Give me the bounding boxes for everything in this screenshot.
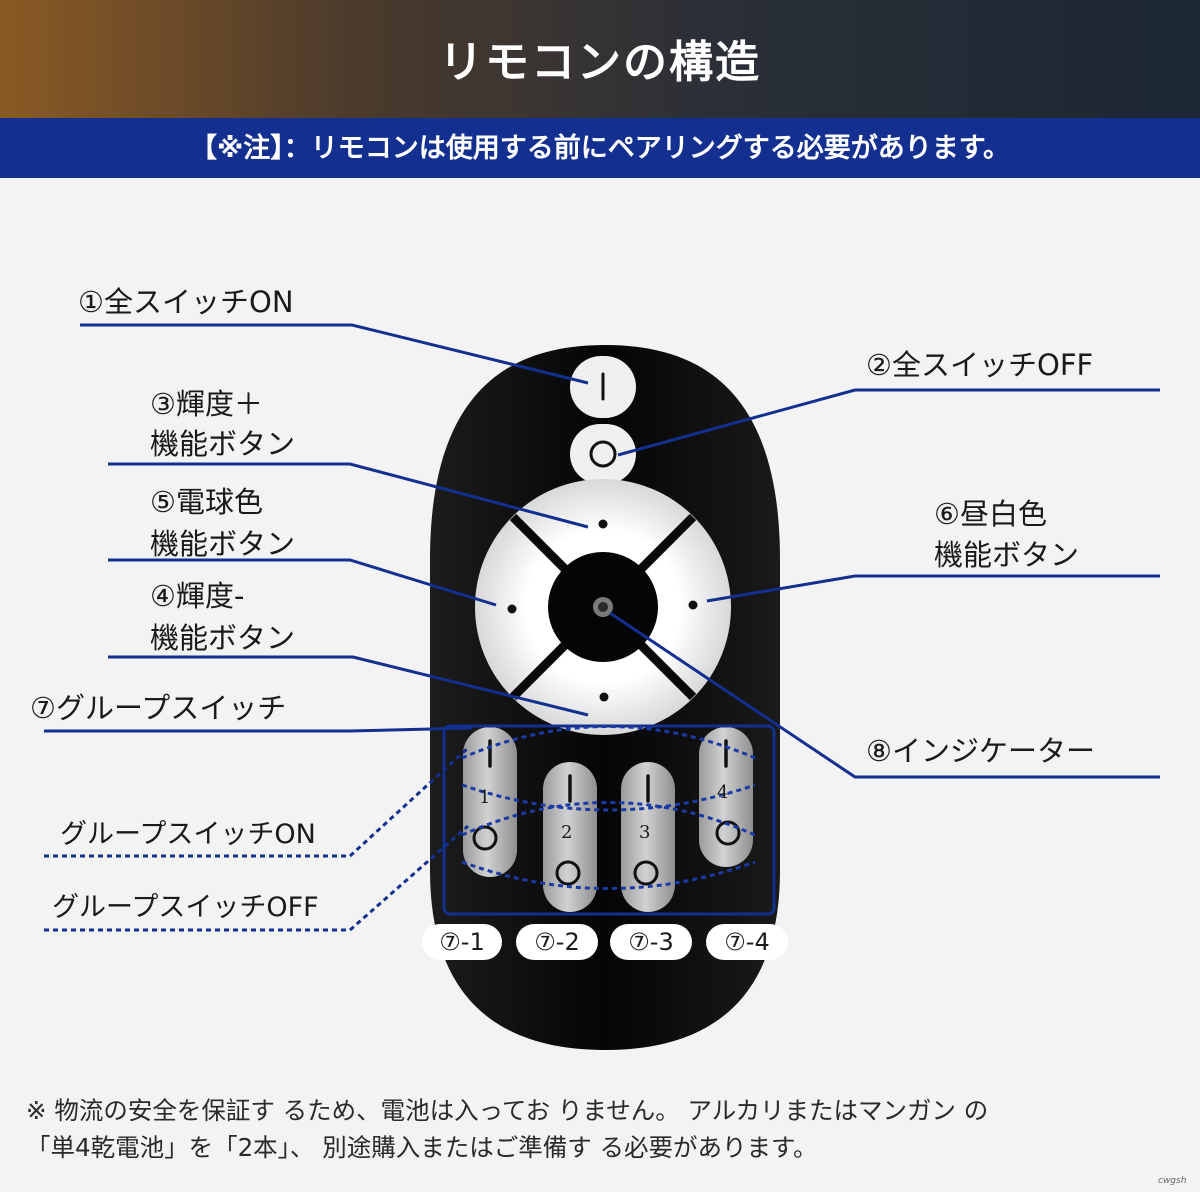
label-daylight-1: ⑥昼白色 (934, 497, 1047, 531)
signature: cwgsh (1158, 1176, 1187, 1186)
group-tag-label-3: ⑦-3 (628, 928, 674, 956)
battery-note: ※ 物流の安全を保証す るため、電池は入ってお りません。 アルカリまたはマンガ… (26, 1092, 1176, 1166)
all-off-button (570, 424, 636, 484)
battery-note-line-2: 「単4乾電池」を「2本」、 別途購入またはご準備す る必要があります。 (26, 1133, 818, 1162)
label-group-off: グループスイッチOFF (52, 892, 319, 923)
group-tag-label-1: ⑦-1 (439, 928, 485, 956)
group-number-2: 2 (561, 822, 573, 843)
battery-note-line-1: ※ 物流の安全を保証す るため、電池は入ってお りません。 アルカリまたはマンガ… (26, 1096, 989, 1125)
leader-lines (44, 323, 1160, 779)
group-tag-2 (516, 924, 598, 960)
label-indicator: ⑧インジケーター (866, 734, 1095, 768)
group-number-3: 3 (639, 822, 651, 843)
label-brightness-down-2: 機能ボタン (150, 621, 296, 655)
header-banner (0, 0, 1200, 118)
label-brightness-up-2: 機能ボタン (150, 427, 296, 461)
page-title: リモコンの構造 (439, 37, 761, 88)
label-all-off: ②全スイッチOFF (866, 348, 1094, 382)
label-group-switch: ⑦グループスイッチ (30, 691, 287, 725)
group-tag-label-4: ⑦-4 (724, 928, 770, 956)
group-buttons (463, 727, 753, 912)
label-warm-1: ⑤電球色 (150, 485, 263, 519)
group-tag-1 (422, 924, 502, 960)
label-warm-2: 機能ボタン (150, 527, 296, 561)
pairing-notice: 【※注】：リモコンは使用する前にペアリングする必要があります。 (0, 118, 1200, 178)
group-tag-3 (610, 924, 692, 960)
group-number-4: 4 (717, 782, 729, 803)
dotted-leader-lines (44, 746, 470, 932)
group-tag-4 (706, 924, 788, 960)
group-number-1: 1 (479, 787, 491, 808)
label-group-on: グループスイッチON (60, 819, 316, 850)
group-switch-box (442, 724, 776, 916)
group-tag-label-2: ⑦-2 (534, 928, 580, 956)
label-daylight-2: 機能ボタン (934, 538, 1080, 572)
label-brightness-down-1: ④輝度- (150, 579, 245, 613)
label-all-on: ①全スイッチON (78, 285, 294, 319)
label-brightness-up-1: ③輝度＋ (150, 387, 263, 421)
